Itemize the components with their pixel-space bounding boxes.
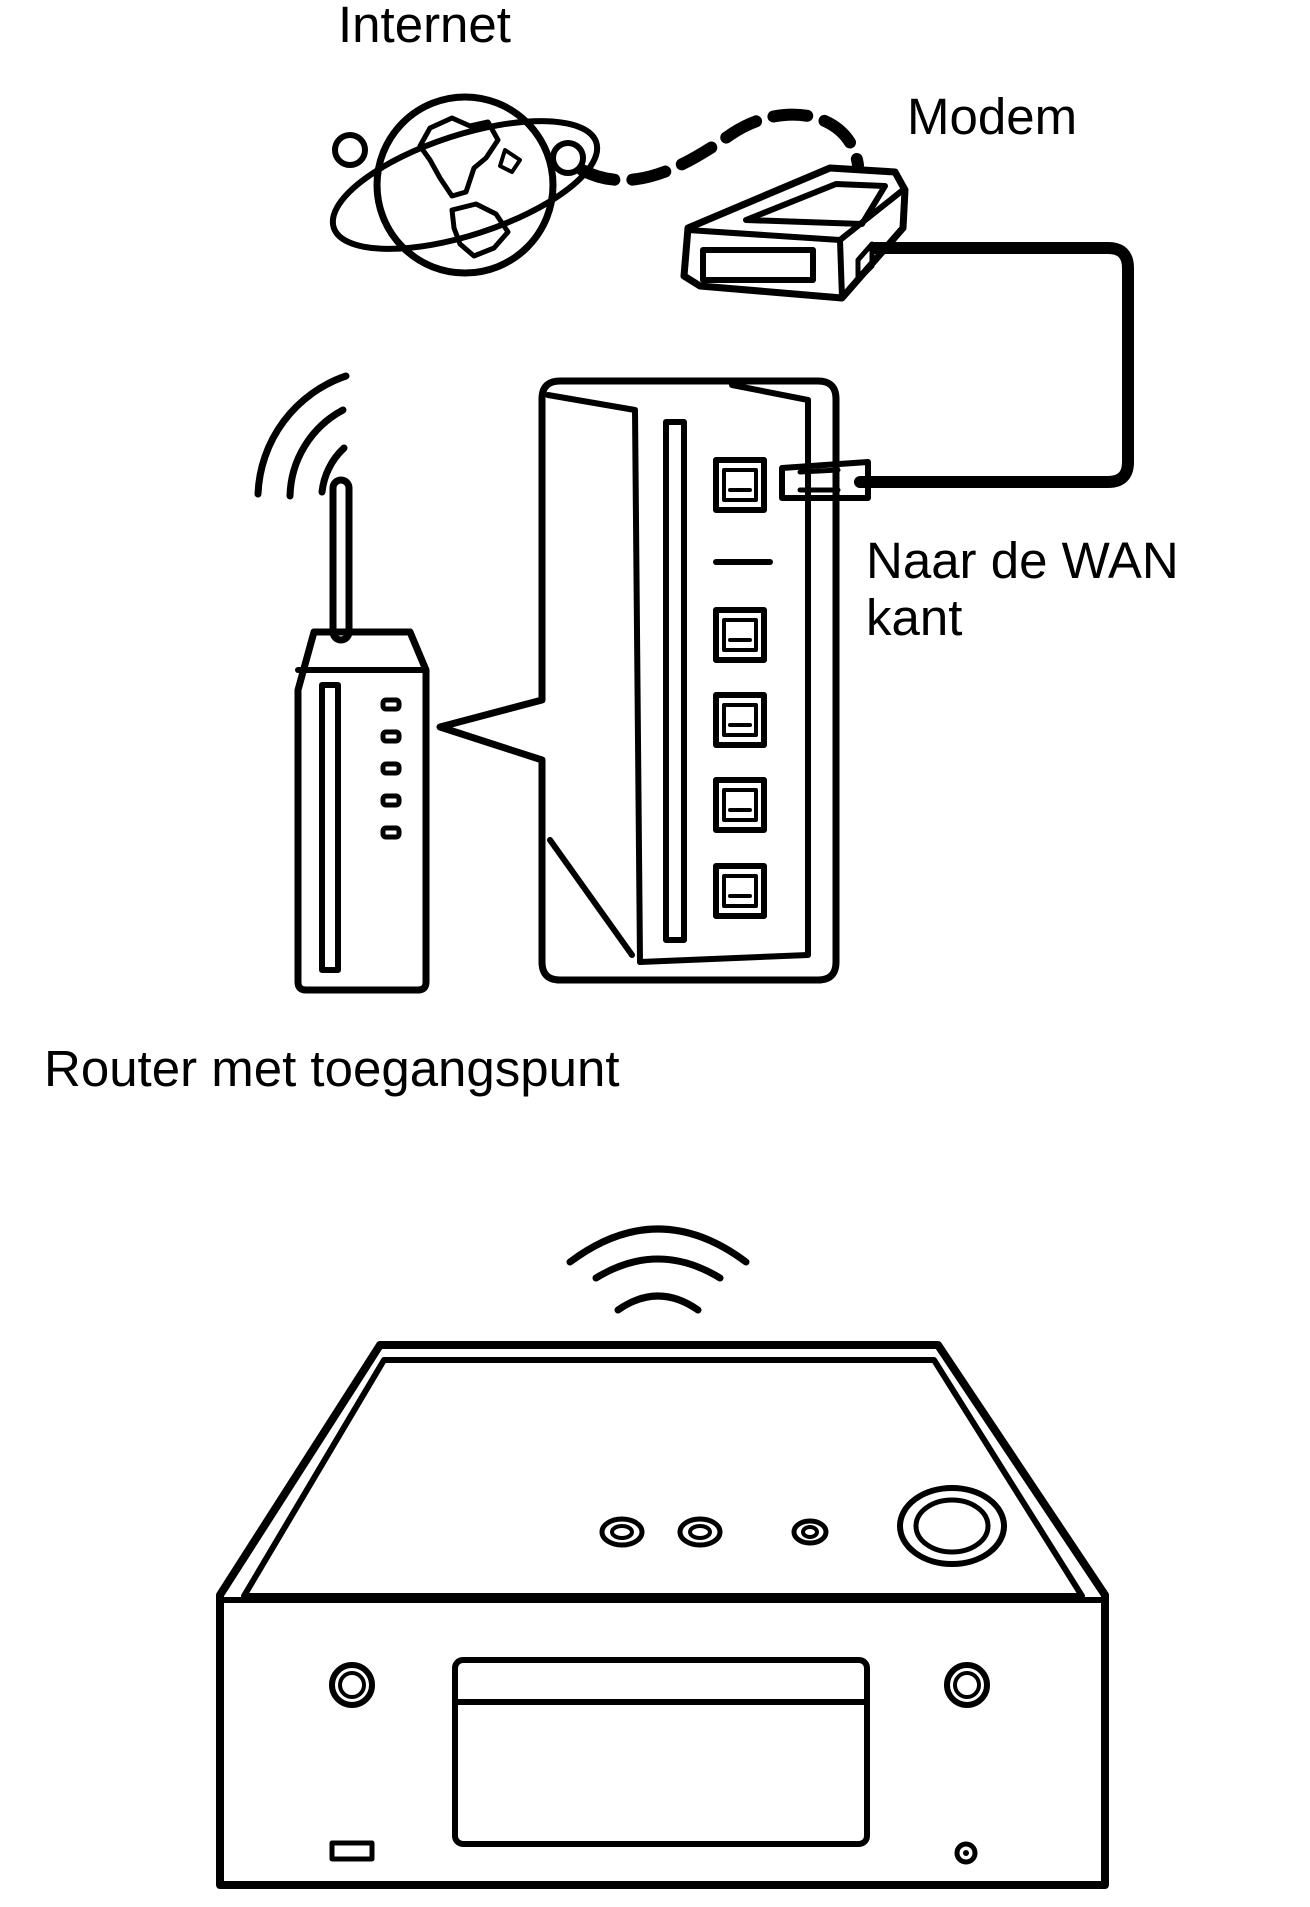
lan-port-2-icon <box>713 692 767 748</box>
wan-port-icon <box>713 457 767 513</box>
wan-side-label: Naar de WAN kant <box>866 532 1226 646</box>
router-label: Router met toegangspunt <box>44 1040 620 1097</box>
wan-side-label-line1: Naar de WAN <box>866 532 1179 589</box>
ethernet-plug-icon <box>779 459 871 501</box>
lan-port-3-icon <box>713 777 767 833</box>
lan-port-4-icon <box>713 863 767 919</box>
wifi-signal-icon <box>566 1225 750 1314</box>
wan-side-label-line2: kant <box>866 589 963 647</box>
modem-icon <box>680 164 909 302</box>
audio-system-icon <box>216 1341 1109 1889</box>
modem-label: Modem <box>907 88 1078 145</box>
wireless-router-icon <box>254 372 430 994</box>
internet-modem-link <box>576 108 864 187</box>
router-back-panel-callout <box>436 377 871 984</box>
internet-label: Internet <box>338 0 511 53</box>
lan-port-1-icon <box>713 607 767 663</box>
internet-globe-icon <box>329 93 601 277</box>
modem-wan-cable <box>854 242 1134 488</box>
